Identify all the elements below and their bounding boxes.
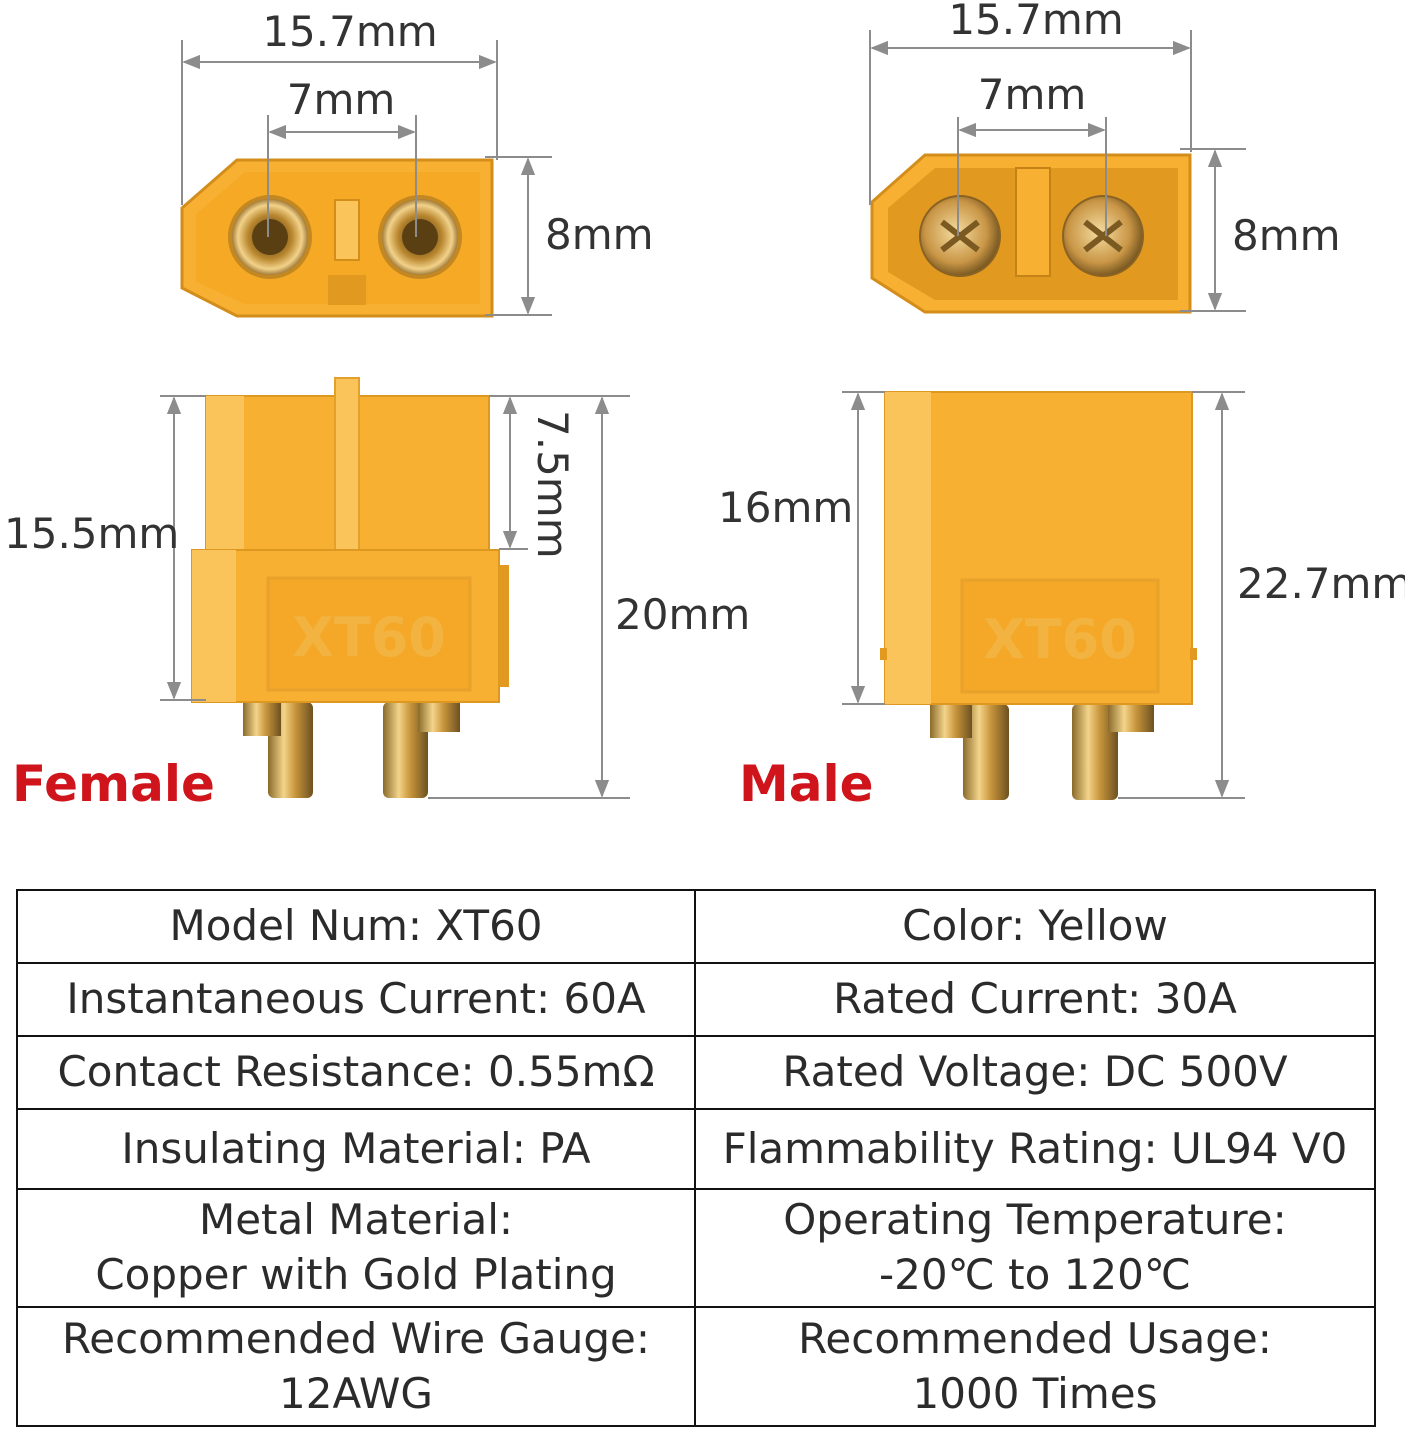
spec-row: Instantaneous Current: 60A Rated Current… bbox=[16, 962, 1376, 1037]
male-emboss-panel bbox=[960, 578, 1160, 694]
spec-cell-model: Model Num: XT60 bbox=[16, 889, 696, 964]
female-top-height-label: 8mm bbox=[545, 210, 654, 259]
male-pin-spacing-label: 7mm bbox=[978, 70, 1087, 119]
male-label: Male bbox=[739, 755, 874, 813]
spec-cell-insulating-material: Insulating Material: PA bbox=[16, 1108, 696, 1190]
spec-cell-instantaneous-current: Instantaneous Current: 60A bbox=[16, 962, 696, 1037]
spec-cell-recommended-usage: Recommended Usage: 1000 Times bbox=[694, 1306, 1376, 1427]
male-total-height-label: 22.7mm bbox=[1237, 559, 1405, 608]
spec-row: Contact Resistance: 0.55mΩ Rated Voltage… bbox=[16, 1035, 1376, 1110]
spec-cell-rated-current: Rated Current: 30A bbox=[694, 962, 1376, 1037]
male-top-width-label: 15.7mm bbox=[948, 0, 1123, 44]
spec-cell-operating-temperature: Operating Temperature: -20℃ to 120℃ bbox=[694, 1188, 1376, 1308]
spec-row: Insulating Material: PA Flammability Rat… bbox=[16, 1108, 1376, 1190]
spec-row: Model Num: XT60 Color: Yellow bbox=[16, 889, 1376, 964]
spec-cell-flammability: Flammability Rating: UL94 V0 bbox=[694, 1108, 1376, 1190]
spec-cell-contact-resistance: Contact Resistance: 0.55mΩ bbox=[16, 1035, 696, 1110]
connector-diagram: 15.7mm 7mm 8mm 15.7mm 7mm 8mm bbox=[4, 0, 1405, 813]
female-top-dimensions bbox=[181, 40, 552, 316]
spec-row: Recommended Wire Gauge: 12AWG Recommende… bbox=[16, 1306, 1376, 1427]
female-emboss-text: XT60 bbox=[292, 606, 446, 669]
male-emboss-text: XT60 bbox=[983, 608, 1137, 671]
female-side-view: XT60 bbox=[191, 377, 509, 798]
male-pin-left bbox=[963, 704, 1009, 800]
female-pin-spacing-label: 7mm bbox=[287, 75, 396, 124]
male-side-view: XT60 bbox=[880, 391, 1197, 800]
female-top-view bbox=[180, 158, 494, 318]
male-pin-right bbox=[1072, 704, 1118, 800]
spec-cell-wire-gauge: Recommended Wire Gauge: 12AWG bbox=[16, 1306, 696, 1427]
female-slot-depth-label: 7.5mm bbox=[528, 410, 577, 559]
male-top-dimensions bbox=[869, 30, 1246, 312]
male-top-height-label: 8mm bbox=[1232, 211, 1341, 260]
female-pin-right bbox=[383, 702, 428, 798]
male-body-height-label: 16mm bbox=[718, 483, 853, 532]
male-top-view bbox=[870, 153, 1192, 314]
male-side-dimensions bbox=[842, 391, 1245, 799]
female-top-width-label: 15.7mm bbox=[262, 7, 437, 56]
spec-cell-rated-voltage: Rated Voltage: DC 500V bbox=[694, 1035, 1376, 1110]
female-side-dimensions bbox=[160, 395, 630, 799]
spec-table: Model Num: XT60 Color: Yellow Instantane… bbox=[16, 889, 1376, 1427]
spec-cell-metal-material: Metal Material: Copper with Gold Plating bbox=[16, 1188, 696, 1308]
spec-cell-color: Color: Yellow bbox=[694, 889, 1376, 964]
spec-row: Metal Material: Copper with Gold Plating… bbox=[16, 1188, 1376, 1308]
female-emboss-panel bbox=[266, 576, 472, 692]
female-label: Female bbox=[12, 755, 215, 813]
female-total-height-label: 20mm bbox=[615, 590, 750, 639]
female-body-height-label: 15.5mm bbox=[4, 509, 179, 558]
